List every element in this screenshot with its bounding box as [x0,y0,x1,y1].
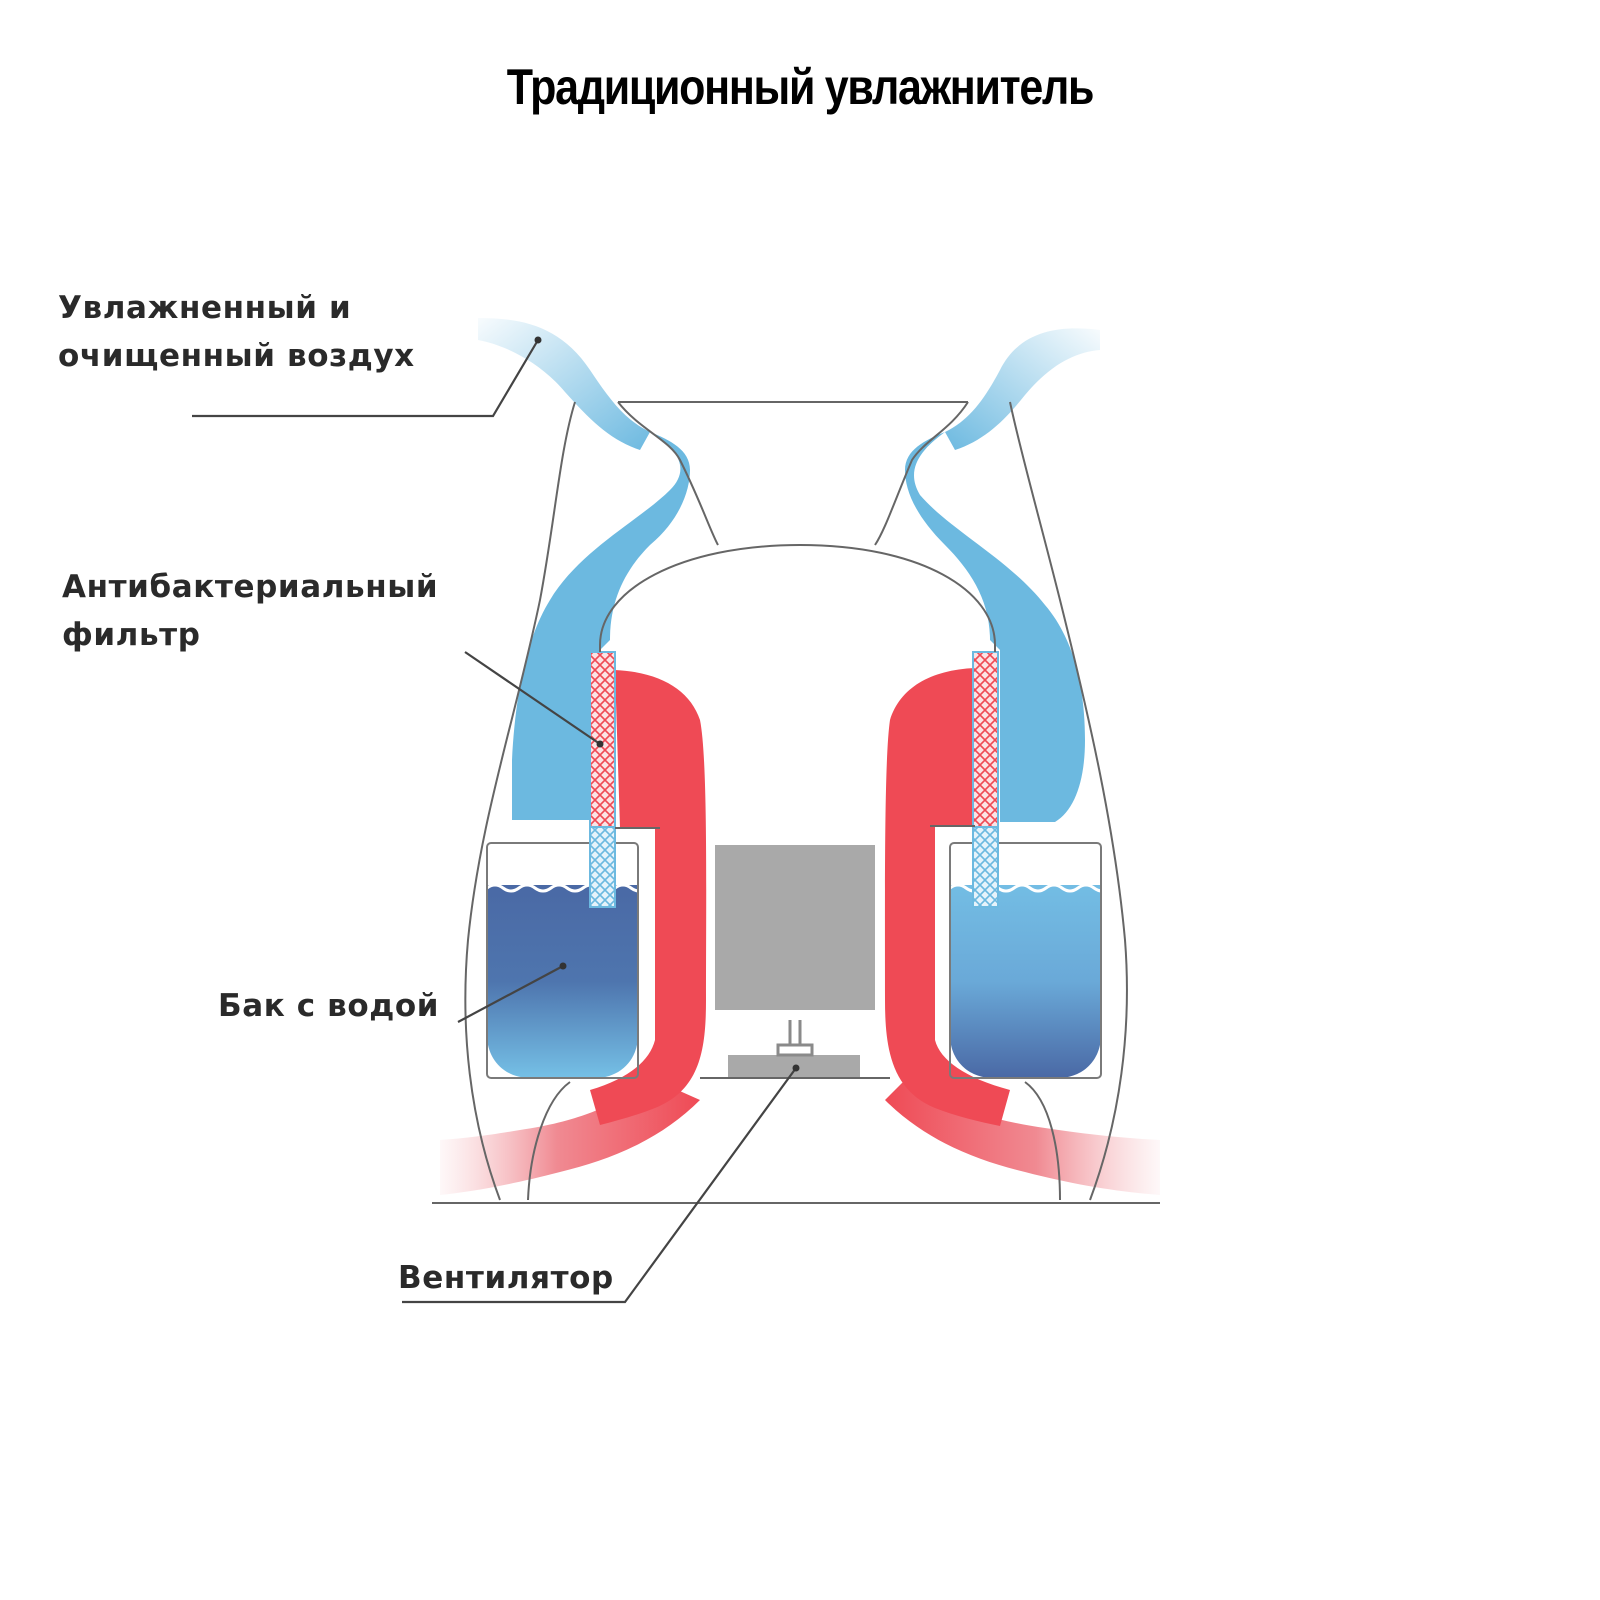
water-tank-left [487,885,638,1078]
diagram-title: Традиционный увлажнитель [506,59,1095,115]
clean-air-channel-left [512,432,690,820]
label-filter-line1: Антибактериальный [62,569,439,605]
label-humidified-air: Увлажненный и очищенный воздух [58,284,415,380]
leader-filter [464,651,601,745]
warm-air-channel-left [590,670,707,1125]
leader-dot-filter [596,740,604,748]
air-plume-right [945,328,1100,450]
clean-air-channel-right [905,432,1085,822]
warm-air-channel-right [884,668,1010,1126]
filter-right-upper [972,651,999,828]
leader-lines [192,339,797,1304]
humidifier-outline [432,401,1160,1204]
label-filter-line2: фильтр [62,617,201,653]
label-humidified-air-line2: очищенный воздух [58,338,415,374]
leader-dot-fan [792,1064,800,1072]
leader-dot-tank [559,962,567,970]
air-plume-left [478,318,650,450]
leader-dot-air [534,336,542,344]
label-fan: Вентилятор [398,1260,614,1296]
label-humidified-air-line1: Увлажненный и [58,290,352,326]
fan-motor-block [715,845,875,1010]
tank-rim-right [949,842,1102,1079]
tank-rim-left [486,842,639,1079]
leader-fan [402,1067,797,1304]
water-tank-right [950,885,1101,1078]
water-surface-left [486,883,648,893]
leader-dots [534,336,800,1072]
fan-shaft [776,1020,814,1057]
label-antibacterial-filter: Антибактериальный фильтр [62,563,438,659]
leader-air [192,339,539,418]
label-water-tank: Бак с водой [218,988,440,1024]
leader-tank [457,965,564,1023]
filter-left-lower [589,826,616,908]
filter-right-lower [972,826,999,908]
